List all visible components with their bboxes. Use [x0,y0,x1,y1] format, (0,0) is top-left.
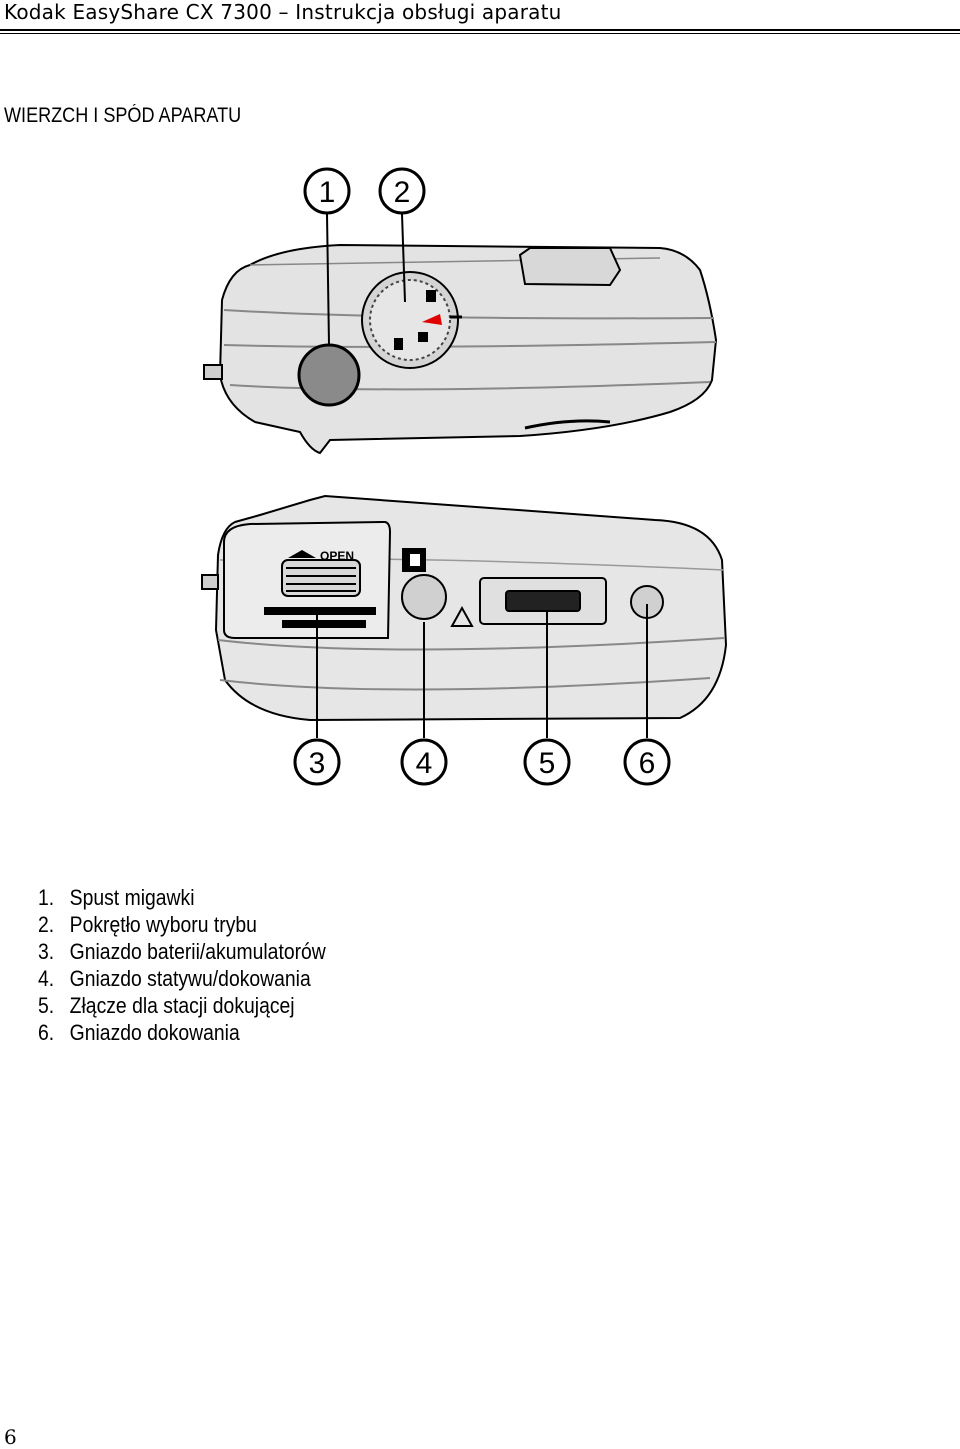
camera-top-view [203,243,718,455]
legend-item-text: Złącze dla stacji dokującej [69,993,295,1018]
tripod-socket [401,574,447,620]
legend-item-text: Pokrętło wyboru trybu [69,912,257,937]
callout-1-label: 1 [319,176,336,209]
callout-group-top [303,167,426,346]
legend-item-text: Gniazdo statywu/dokowania [69,966,311,991]
legend-item-number: 6. [38,1020,55,1045]
page-number: 6 [4,1425,17,1449]
callout-3-label: 3 [309,747,326,780]
legend-item: 6. Gniazdo dokowania [38,1019,326,1046]
callout-1-marker [303,167,351,215]
legend-item-number: 4. [38,966,55,991]
callout-4-marker [400,738,448,786]
callout-3-marker [293,738,341,786]
camera-bottom-view [201,494,728,722]
callout-4-label: 4 [416,747,433,780]
header-divider [0,29,960,34]
callout-2-marker [378,167,426,215]
callout-5-marker [523,738,571,786]
camera-top-body [218,243,718,455]
legend-item-number: 1. [38,885,55,910]
legend-item-number: 3. [38,939,55,964]
legend-item-text: Gniazdo dokowania [69,1020,240,1045]
battery-door-open-label: OPEN [320,549,354,563]
legend-item-number: 2. [38,912,55,937]
legend-item: 5. Złącze dla stacji dokującej [38,992,326,1019]
legend-item: 2. Pokrętło wyboru trybu [38,911,326,938]
legend-item: 1. Spust migawki [38,884,326,911]
legend-item-number: 5. [38,993,55,1018]
parts-legend: 1.Spust migawki 2.Pokrętło wyboru trybu … [38,884,365,1046]
legend-item-text: Spust migawki [69,885,195,910]
callout-6-marker [623,738,671,786]
battery-door-grip [281,559,361,597]
camera-top-bottom-diagram: 1 2 [190,160,740,800]
callout-group-bottom [293,604,671,786]
section-title: WIERZCH I SPÓD APARATU [4,104,242,127]
legend-item: 4. Gniazdo statywu/dokowania [38,965,326,992]
document-header-title: Kodak EasyShare CX 7300 – Instrukcja obs… [4,0,562,24]
dock-connector [505,590,581,612]
shutter-button [297,343,361,407]
legend-item-text: Gniazdo baterii/akumulatorów [69,939,326,964]
callout-2-label: 2 [394,176,411,209]
callout-6-label: 6 [639,747,656,780]
callout-5-label: 5 [539,747,556,780]
legend-item: 3. Gniazdo baterii/akumulatorów [38,938,326,965]
